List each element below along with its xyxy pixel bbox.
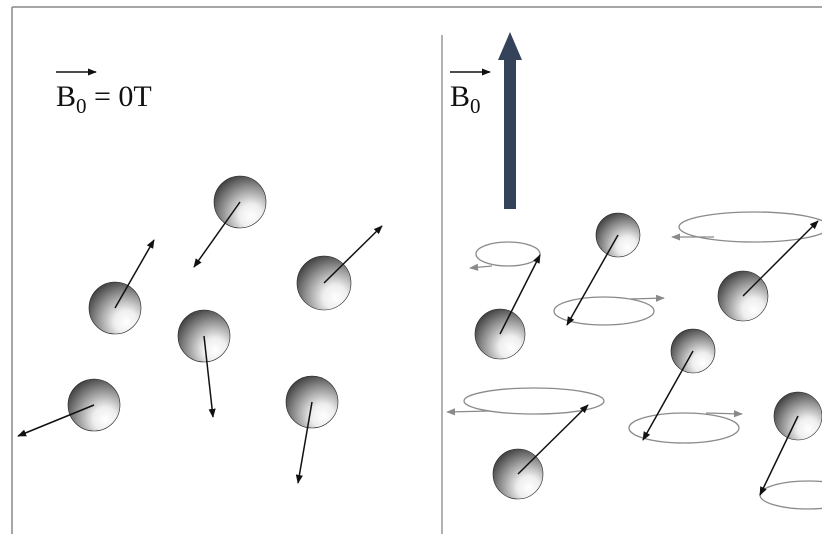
spin-particle: [177, 309, 231, 418]
right-field-label: B0: [450, 68, 491, 118]
spin-vector-arrow: [642, 350, 694, 441]
precessing-spin: [671, 211, 822, 322]
field-symbol: B: [56, 80, 76, 113]
precessing-spin: [446, 387, 605, 500]
precession-orbit: [628, 412, 740, 444]
precession-direction-arrow: [469, 263, 493, 271]
spin-vector-arrow: [499, 254, 541, 335]
left-field-label: B0 = 0T: [56, 68, 152, 118]
spin-vector-arrow: [517, 404, 589, 475]
spin-vector-arrow: [566, 234, 619, 326]
svg-text:B0 = 0T: B0 = 0T: [56, 80, 152, 118]
right-panel: B0: [446, 32, 822, 510]
precession-direction-arrow: [629, 294, 665, 302]
spin-particle: [17, 378, 121, 437]
precession-orbit: [678, 211, 822, 243]
precessing-spin: [469, 241, 541, 360]
spin-particle: [193, 175, 267, 268]
left-panel: B0 = 0T: [17, 68, 383, 484]
spin-vector-arrow: [323, 225, 383, 284]
precession-direction-arrow: [705, 410, 743, 418]
spin-particle: [285, 375, 339, 484]
spin-particle: [88, 239, 155, 335]
field-subscript: 0: [470, 94, 481, 118]
spin-vector-arrow: [742, 220, 819, 297]
spin-vector-arrow: [295, 401, 313, 484]
spin-vector-arrow: [114, 239, 155, 309]
precessing-spin: [553, 212, 665, 326]
field-subscript: 0: [76, 94, 87, 118]
precessing-spin: [628, 328, 743, 444]
spin-vector-arrow: [17, 404, 95, 437]
precession-orbit: [463, 387, 605, 415]
spin-vector-arrow: [203, 335, 216, 418]
field-value: = 0T: [87, 80, 152, 113]
precession-direction-arrow: [446, 408, 491, 416]
spin-particle: [296, 225, 383, 311]
precessing-spin: [759, 391, 822, 510]
precession-orbit: [475, 241, 541, 267]
magnetic-field-arrow: [498, 32, 522, 209]
spin-vector-arrow: [193, 201, 241, 268]
precession-orbit: [553, 296, 655, 326]
svg-text:B0: B0: [450, 80, 481, 118]
spin-vector-arrow: [759, 415, 799, 496]
field-symbol: B: [450, 80, 470, 113]
precession-orbit: [759, 480, 822, 510]
